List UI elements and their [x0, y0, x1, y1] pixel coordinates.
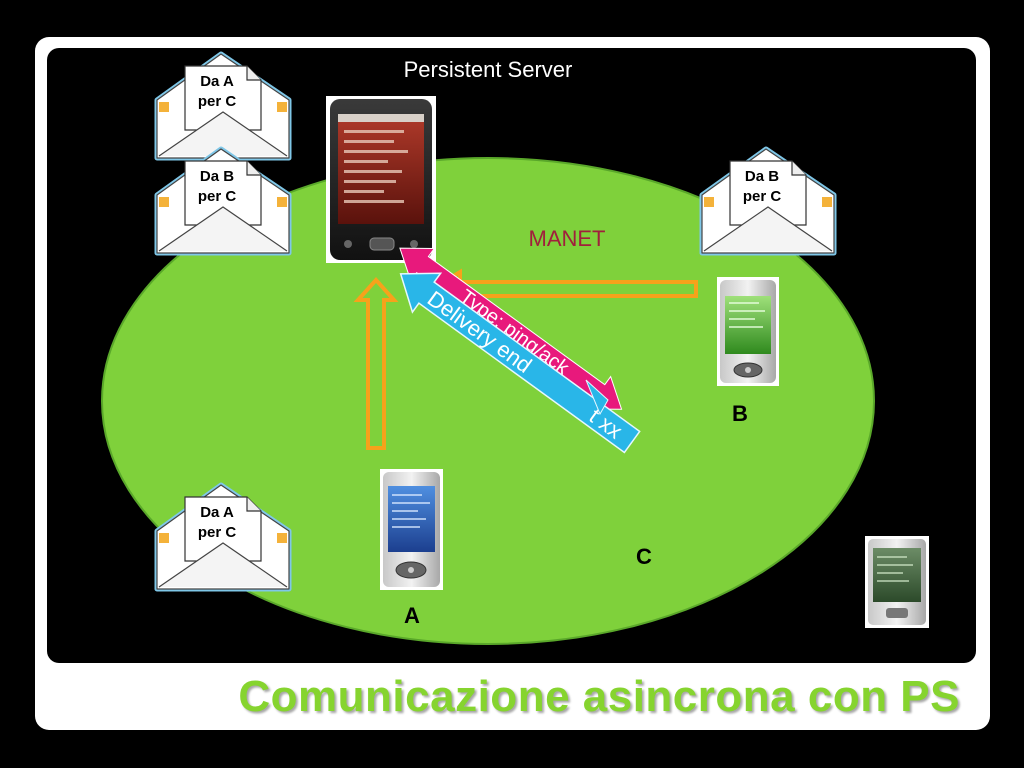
slide-title: Comunicazione asincrona con PS	[238, 672, 960, 721]
envelope-server-1-line2: per C	[198, 93, 237, 110]
server-pda-icon	[326, 96, 436, 263]
envelope-server-2-line2: per C	[198, 188, 237, 205]
envelope-node-a-line1: Da A	[200, 504, 234, 521]
server-label: Persistent Server	[404, 57, 573, 82]
node-b-pda-icon	[717, 277, 779, 386]
node-a-pda-icon	[380, 469, 443, 590]
manet-label: MANET	[529, 226, 606, 251]
node-b-label: B	[732, 401, 748, 426]
envelope-node-b-line2: per C	[743, 188, 782, 205]
node-c-pda-icon	[865, 536, 929, 628]
envelope-icon-node-b: Da B per C	[699, 146, 837, 256]
envelope-icon-server-1: Da A per C	[154, 51, 292, 161]
envelope-icon-server-2: Da B per C	[154, 146, 292, 256]
envelope-server-2-line1: Da B	[200, 168, 234, 185]
envelope-node-a-line2: per C	[198, 524, 237, 541]
orange-arrow-from-a	[353, 277, 399, 450]
envelope-node-b-line1: Da B	[745, 168, 779, 185]
blue-arrowhead	[585, 379, 609, 416]
envelope-icon-node-a: Da A per C	[154, 482, 292, 592]
envelope-server-1-line1: Da A	[200, 73, 234, 90]
node-c-label: C	[636, 544, 652, 569]
manet-area	[101, 157, 875, 645]
node-a-label: A	[404, 603, 420, 628]
